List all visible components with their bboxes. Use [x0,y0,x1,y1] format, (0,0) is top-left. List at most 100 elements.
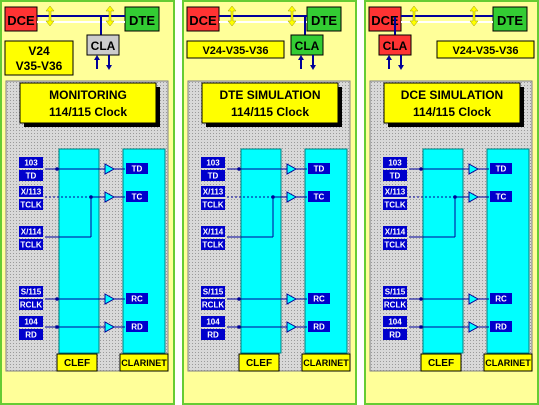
panel-2-out-3: RC [313,295,325,304]
panel-3-buf-rc [468,293,480,305]
panel-3-out-1-box [490,163,512,174]
panel-3-pin-5-num-box [383,316,407,327]
panel-3-yellow-arrow-2 [469,5,479,27]
panel-2-chip-clarinet [304,148,348,354]
panel-2-pin-1-name-box [201,170,225,181]
panel-1-pin-4-num-box [19,286,43,297]
panel-3-interface-box [436,40,535,59]
panel-1-interface-box [4,40,74,76]
panel-1-dce-label: DCE [7,13,35,28]
panel-2-cla-box [290,34,324,56]
panel-3-pin-3-num-box [383,226,407,237]
panel-2-pin-4-num-box [201,286,225,297]
panel-3-interface-line1: V24-V35-V36 [452,45,518,57]
panel-1-node-td [55,167,59,171]
panel-1-pin-1-name-box [19,170,43,181]
panel-2-link-top [219,15,307,17]
panel-2-cla-label: CLA [295,39,320,53]
panel-3-pin-5-num: 104 [388,318,402,327]
panel-3-pin-4-num: S/115 [385,288,406,297]
panel-2-pin-2-name-box [201,199,225,210]
panel-1-pin-4-name: RCLK [20,301,42,310]
panel-3-node-rc [419,297,423,301]
panel-2-dte-box [306,6,342,32]
panel-1-pin-3-name-box [19,239,43,250]
panel-3-node-rd [419,325,423,329]
panel-2-pin-3-num-box [201,226,225,237]
panel-1-pin-1-num: 103 [24,159,38,168]
panel-1-pin-2-num-box [19,186,43,197]
panel-2-buf-rd [286,321,298,333]
panel-2-pin-2-num-box [201,186,225,197]
panel-1-pin-4-name-box [19,299,43,310]
panel-3-wiring [409,163,489,333]
panel-1-pin-2-num: X/113 [21,188,42,197]
panel-2-node-rd [237,325,241,329]
panel-1-out-2: TC [132,193,143,202]
panel-1-cla-down-arrow [106,65,112,70]
panel-3-clarinet-label: CLARINET [485,358,531,368]
panel-1-pin-3-name: TCLK [20,241,42,250]
panel-1-clarinet-label-box [119,353,169,372]
panel-1-pin-2-name: TCLK [20,201,42,210]
panel-3-dte-box [492,6,528,32]
panel-2-interface-box [186,40,285,59]
panel-2-out-3-box [308,293,330,304]
panel-3-buf-td [468,163,480,175]
panel-3-out-2-box [490,191,512,202]
panel-2-out-2: TC [314,193,325,202]
panel-3-dte-label: DTE [497,13,523,28]
panel-2-buf-rc [286,293,298,305]
panel-2-node-tc [271,195,275,199]
panel-3-out-3: RC [495,295,507,304]
panel-1-chip-clef [58,148,100,354]
panel-1-node-rc [55,297,59,301]
panel-1-out-1-box [126,163,148,174]
panel-1-title-box [19,82,157,124]
panel-1-out-2-box [126,191,148,202]
panel-3-out-4-box [490,321,512,332]
panel-1-title-line1: MONITORING [49,88,127,102]
panel-3-pin-5-name-box [383,329,407,340]
panel-3-pin-1-num-box [383,157,407,168]
panel-1-chip-clarinet [122,148,166,354]
panel-2-pin-2-num: X/113 [203,188,224,197]
panel-2-pin-3-num: X/114 [203,228,224,237]
panel-3-node-td [419,167,423,171]
panel-1-yellow-arrow-1 [45,5,55,27]
panel-3-title-box [383,82,521,124]
panel-2-cla-down-arrow [310,65,316,70]
panel-1-pin-5-num-box [19,316,43,327]
panel-2-title-line1: DTE SIMULATION [219,88,320,102]
panel-1-cla-up-arrow [94,55,100,60]
panel-2-dte-label: DTE [311,13,337,28]
panel-3-clef-label: CLEF [428,358,454,369]
panel-3-yellow-arrow-1 [409,5,419,27]
panel-2-clarinet-label: CLARINET [303,358,349,368]
panel-2-clarinet-label-box [301,353,351,372]
panel-1-pin-5-num: 104 [24,318,38,327]
panel-1-pin-5-name-box [19,329,43,340]
panel-3-pin-1-num: 103 [388,159,402,168]
panel-3-link-white [401,21,493,23]
panel-1-cla-label: CLA [91,39,116,53]
panel-1-buf-rc [104,293,116,305]
panel-1-buf-rd [104,321,116,333]
panel-3-out-3-box [490,293,512,304]
panel-3-pin-3-name-box [383,239,407,250]
panel-2-pin-4-num: S/115 [203,288,224,297]
panel-2-buf-td [286,163,298,175]
panel-3-title-line1: DCE SIMULATION [401,88,503,102]
panel-2-out-1: TD [314,165,325,174]
panel-2-yellow-arrow-1 [227,5,237,27]
panel-2-out-2-box [308,191,330,202]
panel-3-dce-label: DCE [371,13,399,28]
panel-3-node-tc [453,195,457,199]
panel-1-yellow-arrow-2 [105,5,115,27]
panel-3-clef-label-box [420,353,462,372]
panel-2-out-4-box [308,321,330,332]
